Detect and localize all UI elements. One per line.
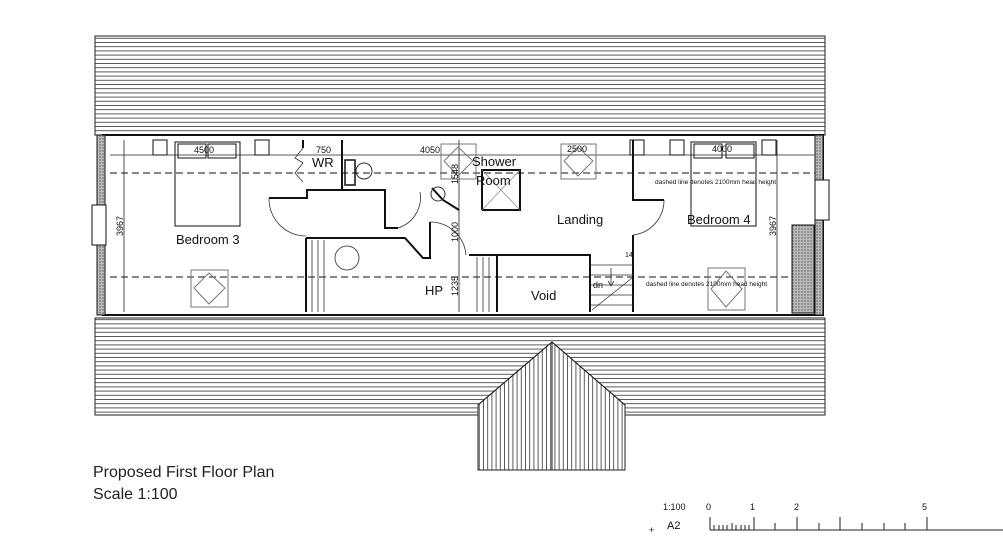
dim-2500: 2500 xyxy=(567,144,587,154)
sheet-size: A2 xyxy=(667,520,680,532)
room-label-landing: Landing xyxy=(557,212,603,227)
room-label-room: Room xyxy=(476,173,511,188)
stairs-count: 14 xyxy=(625,252,633,259)
stairs-dn-label: dn xyxy=(593,280,603,290)
scale-bar: 1:100 A2 + 0 1 2 5 xyxy=(649,502,1003,535)
room-label-bedroom4: Bedroom 4 xyxy=(687,212,751,227)
scale-tick-1: 1 xyxy=(750,502,755,512)
plus-marker: + xyxy=(649,525,654,535)
dim-750: 750 xyxy=(316,145,331,155)
bed-bedroom3 xyxy=(174,141,241,227)
scale-tick-0: 0 xyxy=(706,502,711,512)
dim-1548: 1548 xyxy=(450,164,460,184)
room-label-void: Void xyxy=(531,288,556,303)
plan-title: Proposed First Floor Plan xyxy=(93,464,275,481)
window-left xyxy=(91,204,107,246)
door-swings xyxy=(268,147,665,256)
dim-1000: 1000 xyxy=(450,222,460,242)
dim-4500: 4500 xyxy=(194,145,214,155)
scale-tick-5: 5 xyxy=(922,502,927,512)
floor-area xyxy=(91,134,830,316)
dim-4050: 4050 xyxy=(420,145,440,155)
room-label-bedroom3: Bedroom 3 xyxy=(176,232,240,247)
rooflights xyxy=(190,143,746,311)
basin xyxy=(430,186,446,202)
room-label-wr: WR xyxy=(312,155,334,170)
internal-walls xyxy=(269,140,664,312)
dim-3967-left: 3967 xyxy=(115,216,125,236)
roof-bottom xyxy=(94,317,826,471)
dim-4000: 4000 xyxy=(712,144,732,154)
window-right xyxy=(814,179,830,221)
note-head-height-bottom: dashed line denotes 2100mm head height xyxy=(646,281,767,288)
stairs xyxy=(311,240,633,312)
scale-ratio: 1:100 xyxy=(663,502,686,512)
room-label-hp: HP xyxy=(425,283,443,298)
bed-bedroom4 xyxy=(690,141,757,227)
room-label-shower: Shower xyxy=(472,154,517,169)
dim-1235: 1235 xyxy=(450,276,460,296)
scale-tick-2: 2 xyxy=(794,502,799,512)
wc xyxy=(355,162,373,180)
note-head-height-top: dashed line denotes 2100mm head height xyxy=(655,179,776,186)
roof-top xyxy=(94,35,826,136)
hot-water-cylinder xyxy=(334,245,360,271)
dim-3967-right: 3967 xyxy=(768,216,778,236)
plan-title-block: Proposed First Floor Plan Scale 1:100 xyxy=(93,462,274,506)
chimney xyxy=(791,224,815,314)
plan-scale: Scale 1:100 xyxy=(93,486,178,503)
